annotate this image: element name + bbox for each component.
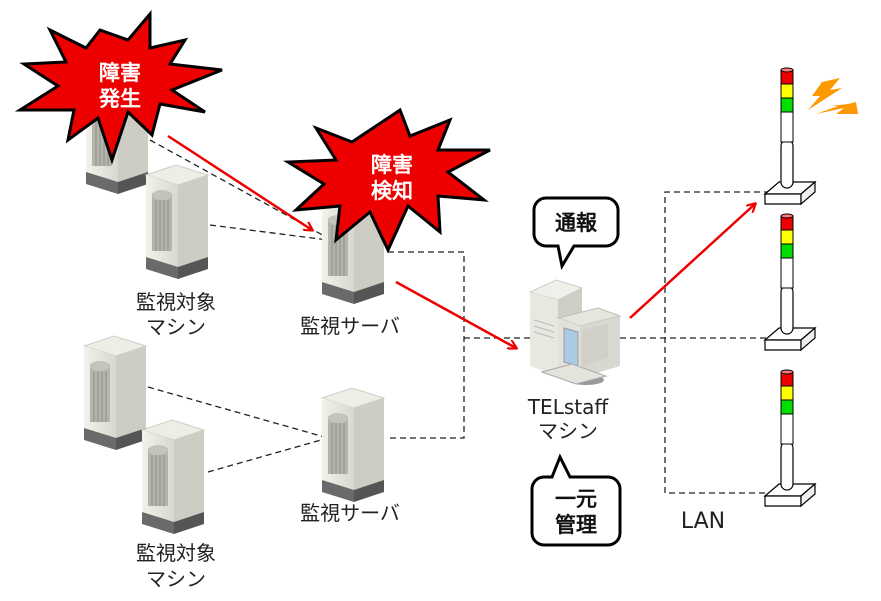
tower-light-2 xyxy=(764,213,816,351)
bubble-central-manage-line2: 管理 xyxy=(555,513,597,537)
target-machine-2 xyxy=(145,164,209,280)
link-target2-server1 xyxy=(209,224,329,241)
label-telstaff-2: マシン xyxy=(538,419,598,443)
bubble-central-manage: 一元 管理 xyxy=(530,453,622,547)
arrow-fault-to-server xyxy=(167,134,312,230)
server-bus xyxy=(388,251,465,439)
tower-light-1 xyxy=(764,67,816,205)
burst-fault-detect: 障害 検知 xyxy=(283,107,491,254)
arrow-telstaff-to-tower xyxy=(629,204,755,319)
bubble-central-manage-line1: 一元 xyxy=(555,487,597,511)
alert-arrows xyxy=(167,134,755,348)
link-target1-server1 xyxy=(149,139,329,239)
burst-fault-occur-line1: 障害 xyxy=(99,61,141,85)
label-monitor-server-bottom: 監視サーバ xyxy=(300,501,400,525)
arrow-server-to-telstaff xyxy=(395,280,516,348)
lan-bus xyxy=(664,191,770,494)
monitor-server-2 xyxy=(321,387,385,503)
label-target-machine-top-2: マシン xyxy=(146,315,206,339)
network-links xyxy=(147,139,770,494)
bubble-notify: 通報 xyxy=(532,196,620,271)
burst-fault-detect-line1: 障害 xyxy=(371,153,413,177)
bubble-notify-text: 通報 xyxy=(555,211,598,235)
tower-light-3 xyxy=(764,369,816,507)
lightning-icon xyxy=(808,78,858,114)
label-monitor-server-top: 監視サーバ xyxy=(300,314,400,338)
label-target-machine-bottom-2: マシン xyxy=(146,567,206,591)
link-target3-server2 xyxy=(147,386,329,439)
label-lan: LAN xyxy=(681,509,725,534)
target-machine-3 xyxy=(83,335,147,451)
label-telstaff-1: TELstaff xyxy=(527,395,610,419)
label-target-machine-top-1: 監視対象 xyxy=(136,290,216,314)
burst-fault-occur-line2: 発生 xyxy=(98,87,141,111)
burst-fault-detect-line2: 検知 xyxy=(371,179,413,203)
burst-fault-occur: 障害 発生 xyxy=(14,9,223,165)
target-machine-4 xyxy=(141,419,205,535)
label-target-machine-bottom-1: 監視対象 xyxy=(136,541,216,565)
telstaff-pc-icon xyxy=(528,279,622,385)
link-target4-server2 xyxy=(207,437,329,473)
